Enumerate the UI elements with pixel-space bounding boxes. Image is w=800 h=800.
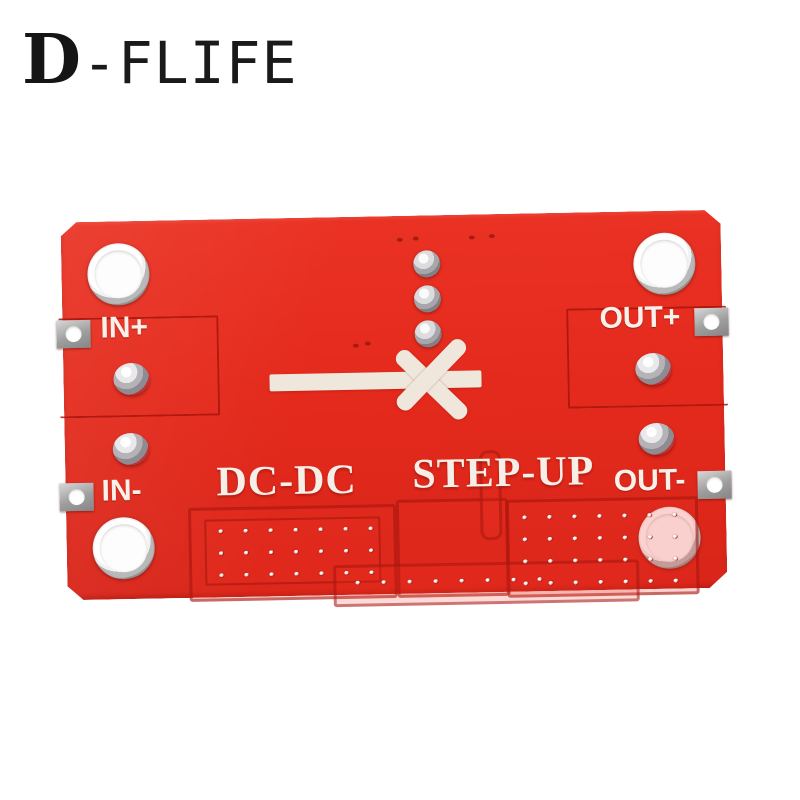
power-flow-arrow-icon [268, 322, 524, 441]
brand-logo: D -FLIFE [22, 26, 297, 94]
via-dot-left-1-4 [318, 549, 324, 554]
via-dot-left-1-0 [218, 551, 224, 556]
pad-out-negative [697, 470, 732, 500]
via-dot-right-3-6 [673, 578, 679, 583]
via-dot-right-0-2 [572, 514, 578, 519]
via-dot-left-1-1 [243, 550, 249, 555]
via-dot-right-1-6 [672, 534, 678, 539]
label-step-up: STEP-UP [411, 448, 595, 498]
via-dot-left-0-0 [218, 529, 224, 534]
via-dot-right-1-2 [572, 536, 578, 541]
via-dot-right-0-5 [647, 513, 653, 518]
bottom-copper-pour [333, 559, 640, 608]
via-dot-right-0-6 [672, 512, 678, 517]
label-in-positive: IN+ [100, 310, 149, 345]
pad-in-negative [59, 482, 94, 512]
brand-word: -FLIFE [81, 29, 298, 97]
pcb-module: IN+ IN- OUT+ OUT- DC-DC STEP-UP [56, 210, 732, 608]
via-dot-left-0-4 [318, 527, 324, 532]
label-in-negative: IN- [101, 473, 142, 508]
via-dot-right-2-0 [522, 559, 529, 564]
via-dot-bottom-0-3 [433, 579, 439, 584]
pad-out-positive [694, 307, 729, 337]
via-dot-right-3-2 [573, 580, 579, 585]
via-dot-left-2-4 [319, 571, 325, 576]
via-dot-left-2-0 [219, 573, 225, 578]
brand-mark-letter: D [22, 20, 81, 100]
pad-in-positive [56, 319, 91, 349]
label-out-positive: OUT+ [599, 300, 681, 336]
label-out-negative: OUT- [613, 463, 686, 498]
via-dot-right-2-6 [672, 556, 679, 561]
via-dot-bottom-0-6 [511, 577, 517, 582]
via-dot-right-2-2 [572, 558, 579, 563]
label-dc-dc: DC-DC [216, 456, 358, 506]
arrow-shaft [269, 370, 482, 392]
via-dot-left-2-2 [269, 572, 275, 577]
